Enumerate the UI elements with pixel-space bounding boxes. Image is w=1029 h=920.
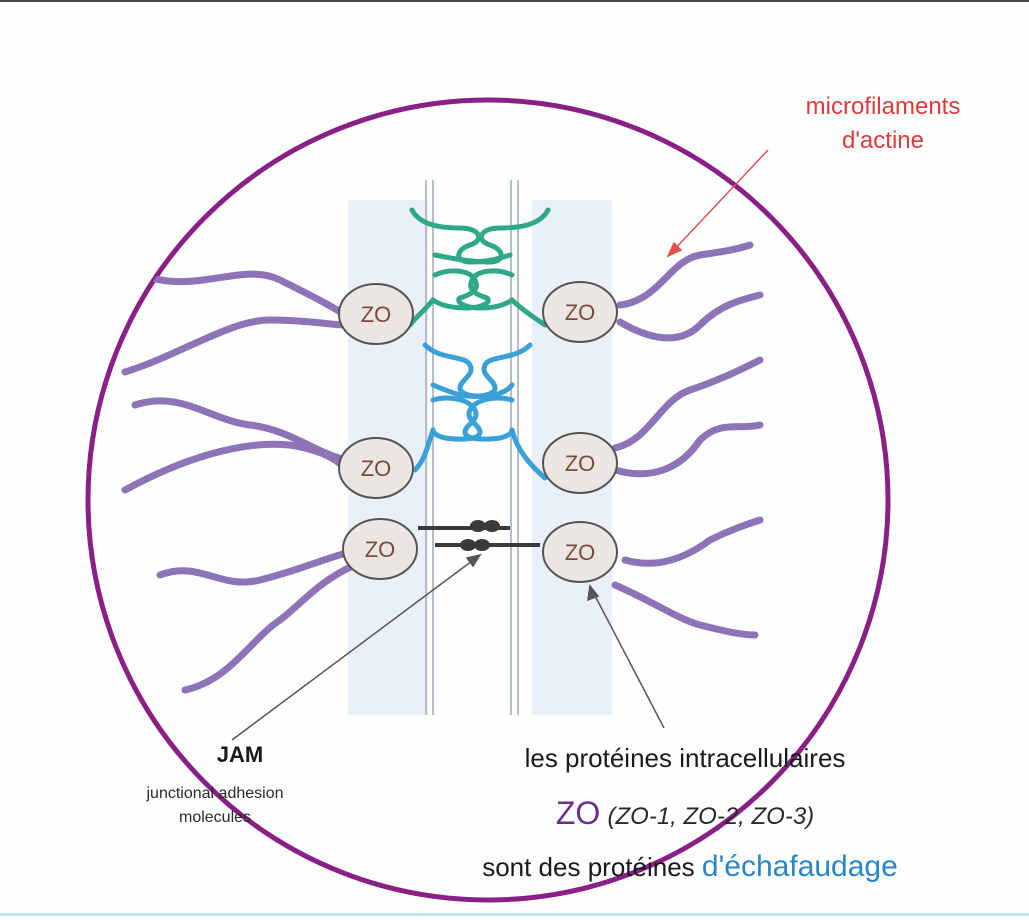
blue-strand — [422, 342, 515, 399]
zo-label-line: ZO (ZO-1, ZO-2, ZO-3) — [450, 795, 920, 832]
blue-strand — [430, 342, 533, 399]
zo-list: (ZO-1, ZO-2, ZO-3) — [607, 803, 815, 830]
intracellular-proteins-label: les protéines intracellulaires — [524, 743, 846, 773]
jam-description: junctional adhesion molecules — [95, 782, 335, 830]
jam-label: JAM — [216, 742, 264, 767]
jam-node — [484, 520, 500, 532]
green-strand — [432, 268, 515, 311]
zo-label: ZO — [361, 302, 392, 327]
zo-label: ZO — [361, 456, 392, 481]
actin-filament — [621, 516, 764, 567]
zo-ellipse — [342, 518, 418, 580]
actin-filament — [121, 316, 349, 376]
bottom-border — [0, 913, 1029, 916]
zo-ellipse — [338, 283, 414, 345]
zo-proteins: ZO ZO ZO ZO ZO ZO — [338, 281, 618, 583]
jam-desc-line2: molecules — [178, 809, 252, 826]
magnification-circle — [85, 97, 891, 903]
actin-filament — [126, 266, 349, 319]
green-strand — [509, 297, 548, 328]
zo-label: ZO — [565, 300, 596, 325]
scaffold-prefix: sont des protéines — [482, 852, 695, 882]
zo-label: ZO — [565, 451, 596, 476]
blue-strand — [509, 427, 548, 481]
zo-label: ZO — [365, 537, 396, 562]
top-border — [0, 0, 1029, 2]
jam-node — [460, 539, 476, 551]
scaffold-label-line: sont des protéines d'échafaudage — [400, 850, 980, 884]
actin-filament — [121, 440, 349, 494]
actin-filaments — [121, 241, 764, 694]
occludin-strands — [407, 207, 551, 328]
scaffold-word: d'échafaudage — [701, 850, 898, 883]
microfilament-arrowhead — [666, 241, 683, 258]
actin-filament — [611, 581, 759, 639]
jam-node — [470, 520, 486, 532]
jam-molecules — [418, 520, 540, 551]
zo-arrowhead — [587, 584, 600, 602]
zo-label: ZO — [565, 540, 596, 565]
actin-filament — [611, 421, 764, 478]
zo-ellipse — [542, 521, 618, 583]
actin-filament — [616, 291, 764, 342]
green-strand — [432, 207, 551, 265]
microfilaments-line1: microfilaments — [805, 93, 961, 120]
zo-ellipse — [542, 281, 618, 343]
zo-protein: ZO — [338, 437, 414, 499]
zo-protein: ZO — [338, 283, 414, 345]
actin-filament — [611, 356, 764, 452]
jam-node — [474, 539, 490, 551]
zo-ellipse — [542, 432, 618, 494]
zo-ellipse — [338, 437, 414, 499]
zo-protein: ZO — [342, 518, 418, 580]
microfilaments-line2: d'actine — [842, 127, 924, 154]
pointer-arrows — [231, 149, 769, 741]
actin-filament — [181, 561, 359, 694]
microfilament-pointer — [671, 149, 769, 253]
zo-protein: ZO — [542, 281, 618, 343]
blue-strand — [430, 395, 515, 442]
zo-protein: ZO — [542, 521, 618, 583]
microfilaments-label: microfilaments d'actine — [763, 90, 1003, 158]
zo-title: ZO — [555, 795, 601, 831]
green-strand — [430, 268, 515, 311]
jam-arrowhead — [465, 553, 482, 568]
claudin-strands — [412, 342, 548, 481]
blue-strand — [430, 395, 515, 442]
jam-desc-line1: junctional adhesion — [146, 785, 284, 802]
blue-strand — [412, 427, 436, 473]
zo-pointer — [591, 589, 665, 729]
actin-filament — [616, 241, 754, 309]
actin-filament — [156, 548, 354, 586]
zo-protein: ZO — [542, 432, 618, 494]
jam-pointer — [231, 557, 477, 741]
